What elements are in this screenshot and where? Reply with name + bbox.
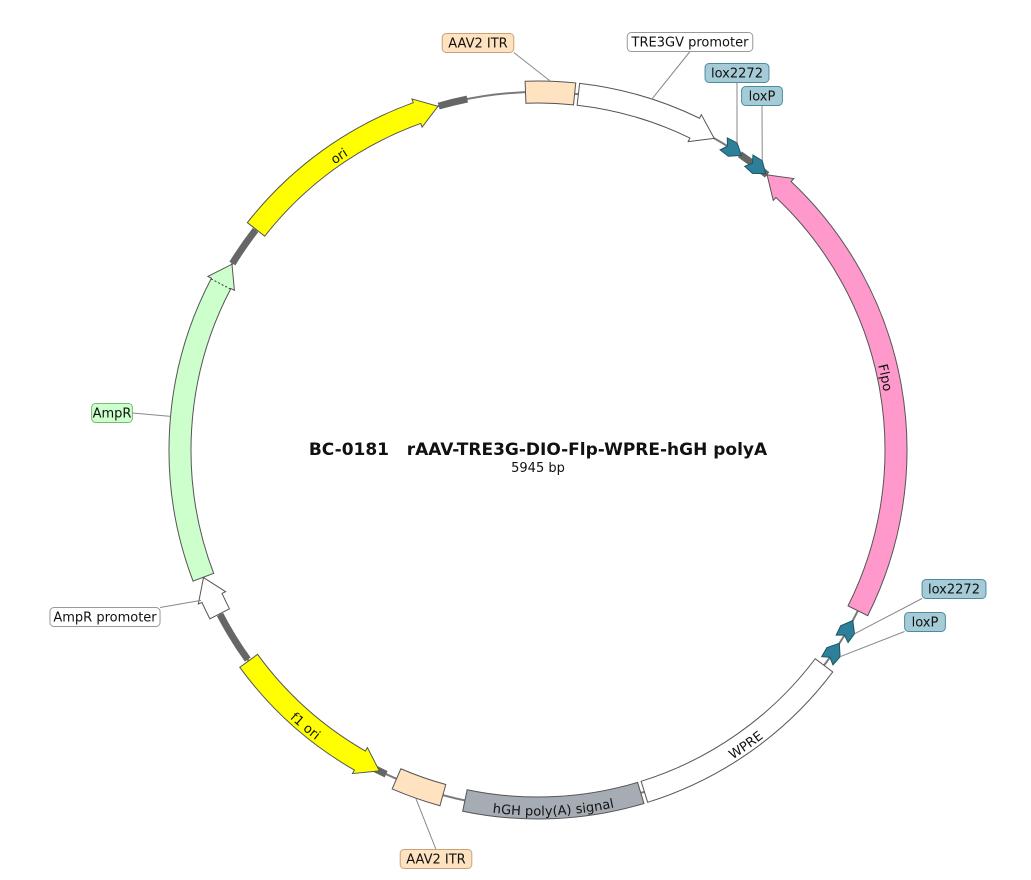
feature-label-path (386, 417, 900, 812)
callout-label: AAV2 ITR (406, 853, 465, 868)
callout-leader-line (651, 51, 691, 100)
callout-box (441, 33, 515, 53)
callout-ampr[interactable]: AmpR (91, 403, 133, 423)
feature-label-path (649, 114, 892, 714)
feature-shape[interactable] (524, 80, 577, 106)
callout-label: lox2272 (928, 583, 980, 598)
callout-leader-line (839, 631, 905, 658)
feature-shape[interactable] (462, 781, 645, 820)
callout-itr-top[interactable]: AAV2 ITR (441, 33, 515, 53)
feature-wpre[interactable]: WPRE (386, 417, 900, 812)
callout-box (399, 849, 473, 869)
feature-label-path (184, 96, 693, 475)
feature-itr-top[interactable] (524, 80, 577, 106)
feature-shape[interactable] (719, 137, 743, 157)
callout-leader-line (132, 412, 171, 417)
callout-lox2272-a[interactable]: lox2272 (704, 63, 770, 83)
callout-leader-line (415, 797, 437, 850)
feature-shape[interactable] (391, 768, 447, 807)
feature-label: Flpo (874, 363, 894, 393)
callout-ampr-promoter[interactable]: AmpR promoter (49, 607, 161, 627)
callout-label: AAV2 ITR (448, 37, 507, 52)
callout-label: lox2272 (711, 67, 763, 82)
feature-shape[interactable] (168, 263, 236, 582)
callout-leader-line (159, 599, 202, 608)
feature-shape[interactable] (835, 619, 856, 644)
feature-ampr[interactable] (168, 263, 236, 582)
callout-box (904, 612, 946, 632)
feature-shape[interactable] (239, 653, 381, 775)
plasmid-size: 5945 bp (511, 461, 565, 476)
feature-shape[interactable] (820, 642, 841, 666)
callout-itr-bottom[interactable]: AAV2 ITR (399, 849, 473, 869)
callout-box (741, 86, 783, 106)
callout-lox2272-b[interactable]: lox2272 (921, 579, 987, 599)
callout-label: AmpR promoter (53, 611, 157, 626)
callout-box (626, 32, 754, 52)
callout-leader-line (513, 52, 551, 82)
feature-itr-bottom[interactable] (391, 768, 447, 807)
feature-loxp-b[interactable] (820, 642, 841, 666)
feature-shape[interactable] (766, 174, 908, 617)
callout-label: loxP (912, 616, 939, 631)
feature-ampr-promoter[interactable] (197, 576, 231, 620)
feature-shape[interactable] (197, 576, 231, 620)
callout-tre3gv[interactable]: TRE3GV promoter (626, 32, 754, 52)
feature-shape[interactable] (640, 658, 834, 803)
feature-hgh[interactable]: hGH poly(A) signal (233, 617, 859, 820)
feature-lox2272-a[interactable] (719, 137, 743, 157)
backbone-segment (437, 95, 469, 110)
callout-box (921, 579, 987, 599)
plasmid-title: BC-0181 rAAV-TRE3G-DIO-Flp-WPRE-hGH poly… (309, 440, 768, 460)
callout-box (91, 403, 133, 423)
callout-label: AmpR (93, 407, 132, 422)
feature-lox2272-b[interactable] (835, 619, 856, 644)
callout-box (704, 63, 770, 83)
callout-loxp-b[interactable]: loxP (904, 612, 946, 632)
backbone-segment (229, 227, 259, 266)
callout-loxp-a[interactable]: loxP (741, 86, 783, 106)
callout-leader-line (854, 598, 923, 635)
feature-label-text: Flpo (874, 363, 894, 393)
backbone-segment (216, 612, 251, 662)
callout-box (49, 607, 161, 627)
feature-shape[interactable] (246, 98, 439, 237)
feature-shape[interactable] (576, 82, 716, 143)
feature-flpo[interactable]: Flpo (649, 114, 908, 714)
callout-label: loxP (749, 90, 776, 105)
callouts-layer: AAV2 ITR TRE3GV promoter lox2272 loxP lox227… (49, 32, 987, 869)
feature-ori[interactable]: ori (184, 96, 693, 475)
backbone-thick-segments (216, 95, 770, 778)
feature-tre3gv[interactable] (576, 82, 716, 143)
callout-label: TRE3GV promoter (631, 36, 750, 51)
